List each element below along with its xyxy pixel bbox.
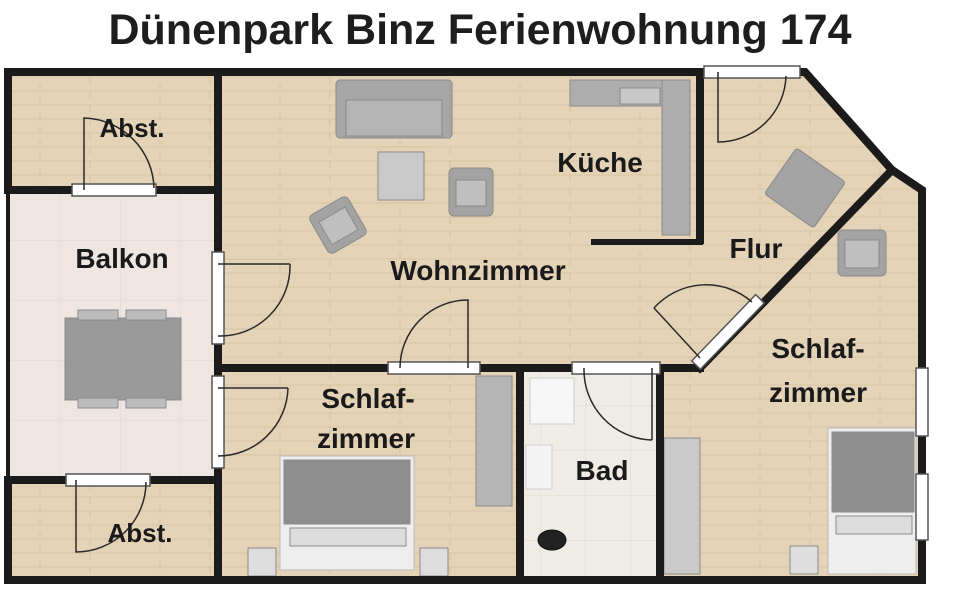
label-hallway: Flur xyxy=(730,233,783,264)
door-opening xyxy=(571,361,661,375)
room-labels: Abst. Balkon Abst. Wohnzimmer Küche Flur… xyxy=(75,113,867,548)
nightstand xyxy=(247,547,277,577)
window xyxy=(915,473,929,541)
hallway-chair xyxy=(837,229,887,277)
sofa xyxy=(335,79,453,139)
door-opening xyxy=(211,251,225,345)
toilet xyxy=(537,529,567,551)
openings xyxy=(65,65,929,541)
door-opening xyxy=(690,293,766,371)
label-living-room: Wohnzimmer xyxy=(390,255,565,286)
door-swings xyxy=(75,72,787,553)
window xyxy=(703,65,801,79)
wardrobe xyxy=(475,375,513,507)
door-opening xyxy=(211,375,225,469)
shower xyxy=(529,377,575,425)
washbasin xyxy=(525,444,553,490)
door-opening xyxy=(65,473,151,487)
floor-storage-bottom xyxy=(10,480,216,578)
coffee-table xyxy=(377,151,425,201)
window xyxy=(915,367,929,437)
armchair xyxy=(448,167,494,217)
hallway-table xyxy=(765,148,845,228)
bed xyxy=(827,427,917,575)
label-storage-top: Abst. xyxy=(100,113,165,143)
armchair xyxy=(309,196,367,254)
door-opening xyxy=(71,183,157,197)
label-bedroom-left-line2: zimmer xyxy=(317,423,415,454)
label-balcony: Balkon xyxy=(75,243,168,274)
bed xyxy=(279,455,415,571)
floor-storage-top xyxy=(10,72,216,190)
label-bedroom-right-line2: zimmer xyxy=(769,377,867,408)
door-opening xyxy=(387,361,481,375)
wardrobe xyxy=(663,437,701,575)
label-bedroom-right-line1: Schlaf- xyxy=(771,333,864,364)
label-bedroom-left-line1: Schlaf- xyxy=(321,383,414,414)
nightstand xyxy=(419,547,449,577)
furniture xyxy=(64,79,917,577)
kitchen-counter xyxy=(569,79,691,236)
label-storage-bottom: Abst. xyxy=(108,518,173,548)
plan-title: Dünenpark Binz Ferienwohnung 174 xyxy=(108,6,852,54)
nightstand xyxy=(789,545,819,575)
label-kitchen: Küche xyxy=(557,147,643,178)
label-bathroom: Bad xyxy=(576,455,629,486)
balcony-table xyxy=(64,309,182,409)
